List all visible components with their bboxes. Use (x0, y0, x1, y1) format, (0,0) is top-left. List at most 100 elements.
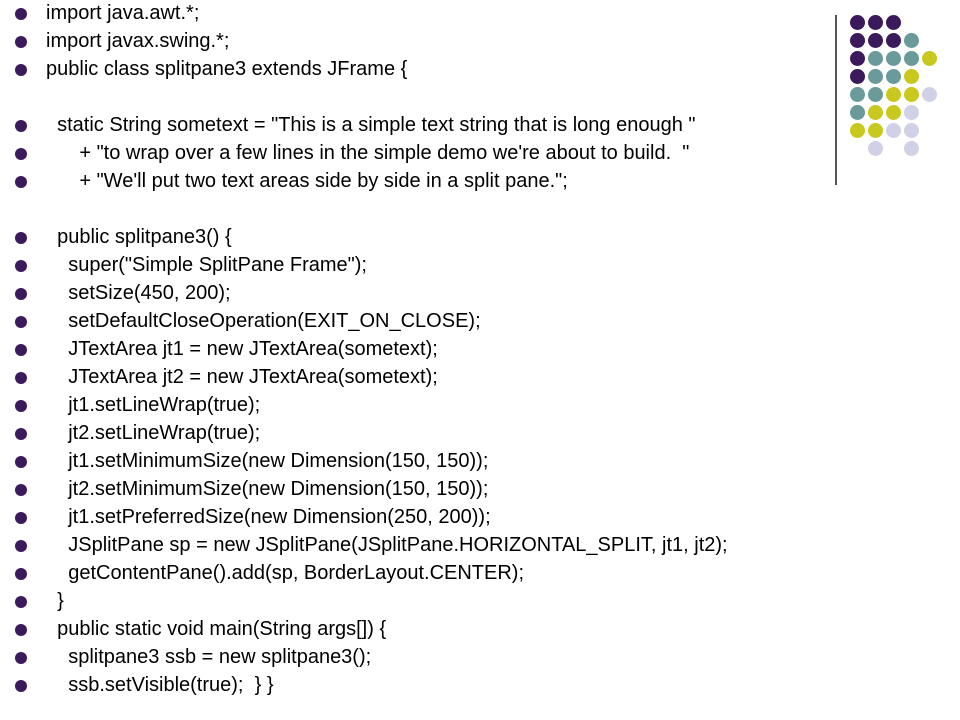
bullet-icon (15, 232, 27, 244)
decorative-dot (868, 51, 883, 66)
code-line: } (0, 588, 900, 615)
decorative-dot (850, 105, 865, 120)
decorative-dot (904, 141, 919, 156)
code-text: jt1.setMinimumSize(new Dimension(150, 15… (46, 450, 489, 472)
code-text: ssb.setVisible(true); } } (46, 674, 274, 696)
code-line: ssb.setVisible(true); } } (0, 672, 900, 699)
decorative-dot (850, 33, 865, 48)
code-text: public class splitpane3 extends JFrame { (46, 58, 408, 80)
decorative-dot (904, 69, 919, 84)
code-text: super("Simple SplitPane Frame"); (46, 254, 367, 276)
code-text: getContentPane().add(sp, BorderLayout.CE… (46, 562, 525, 584)
bullet-icon (15, 176, 27, 188)
bullet-icon (15, 344, 27, 356)
bullet-icon (15, 568, 27, 580)
dot-grid-decoration (830, 10, 960, 185)
decorative-dot (868, 105, 883, 120)
code-line: JTextArea jt2 = new JTextArea(sometext); (0, 364, 900, 391)
bullet-icon (15, 288, 27, 300)
decorative-dot (904, 87, 919, 102)
code-line: + "to wrap over a few lines in the simpl… (0, 140, 900, 167)
code-text: setDefaultCloseOperation(EXIT_ON_CLOSE); (46, 310, 481, 332)
decorative-dot (868, 123, 883, 138)
code-line: public splitpane3() { (0, 224, 900, 251)
bullet-icon (15, 372, 27, 384)
code-text: splitpane3 ssb = new splitpane3(); (46, 646, 372, 668)
code-line: setSize(450, 200); (0, 280, 900, 307)
code-line: jt2.setMinimumSize(new Dimension(150, 15… (0, 476, 900, 503)
code-text: jt1.setLineWrap(true); (46, 394, 261, 416)
code-text: jt1.setPreferredSize(new Dimension(250, … (46, 506, 491, 528)
decorative-dot (850, 51, 865, 66)
bullet-icon (15, 680, 27, 692)
code-text: JTextArea jt1 = new JTextArea(sometext); (46, 338, 438, 360)
decorative-dot (904, 123, 919, 138)
decorative-dot (886, 123, 901, 138)
code-line: super("Simple SplitPane Frame"); (0, 252, 900, 279)
decorative-dot (886, 51, 901, 66)
bullet-icon (15, 64, 27, 76)
code-text: public static void main(String args[]) { (46, 618, 387, 640)
decorative-dot (904, 33, 919, 48)
code-line: jt1.setPreferredSize(new Dimension(250, … (0, 504, 900, 531)
code-text: + "to wrap over a few lines in the simpl… (46, 142, 690, 164)
decorative-dot (850, 69, 865, 84)
code-line: JTextArea jt1 = new JTextArea(sometext); (0, 336, 900, 363)
code-text: JSplitPane sp = new JSplitPane(JSplitPan… (46, 534, 728, 556)
bullet-icon (15, 148, 27, 160)
code-line: jt2.setLineWrap(true); (0, 420, 900, 447)
decorative-dot (922, 87, 937, 102)
decorative-dot (886, 33, 901, 48)
bullet-icon (15, 36, 27, 48)
decorative-dot (886, 105, 901, 120)
decorative-dot (868, 69, 883, 84)
code-line: public class splitpane3 extends JFrame { (0, 56, 900, 83)
code-text: public splitpane3() { (46, 226, 232, 248)
bullet-icon (15, 624, 27, 636)
bullet-icon (15, 512, 27, 524)
code-text: JTextArea jt2 = new JTextArea(sometext); (46, 366, 438, 388)
bullet-icon (15, 316, 27, 328)
bullet-icon (15, 540, 27, 552)
decorative-dot (886, 69, 901, 84)
code-text: import javax.swing.*; (46, 30, 230, 52)
code-text: jt2.setLineWrap(true); (46, 422, 261, 444)
decorative-dot (850, 15, 865, 30)
decorative-dot (850, 123, 865, 138)
bullet-icon (15, 484, 27, 496)
bullet-icon (15, 428, 27, 440)
code-text: setSize(450, 200); (46, 282, 231, 304)
bullet-icon (15, 8, 27, 20)
decorative-dot (868, 15, 883, 30)
decorative-dot (904, 105, 919, 120)
code-line: JSplitPane sp = new JSplitPane(JSplitPan… (0, 532, 900, 559)
code-line: jt1.setLineWrap(true); (0, 392, 900, 419)
code-line: jt1.setMinimumSize(new Dimension(150, 15… (0, 448, 900, 475)
bullet-icon (15, 120, 27, 132)
vertical-divider (835, 15, 837, 185)
bullet-icon (15, 596, 27, 608)
code-line: setDefaultCloseOperation(EXIT_ON_CLOSE); (0, 308, 900, 335)
decorative-dot (868, 33, 883, 48)
code-line: static String sometext = "This is a simp… (0, 112, 900, 139)
code-text: static String sometext = "This is a simp… (46, 114, 696, 136)
decorative-dot (922, 51, 937, 66)
decorative-dot (904, 51, 919, 66)
code-line: splitpane3 ssb = new splitpane3(); (0, 644, 900, 671)
bullet-icon (15, 652, 27, 664)
code-text: import java.awt.*; (46, 2, 200, 24)
decorative-dot (850, 87, 865, 102)
code-line: import java.awt.*; (0, 0, 900, 27)
code-line: getContentPane().add(sp, BorderLayout.CE… (0, 560, 900, 587)
bullet-icon (15, 260, 27, 272)
bullet-icon (15, 400, 27, 412)
code-text: jt2.setMinimumSize(new Dimension(150, 15… (46, 478, 489, 500)
code-line: import javax.swing.*; (0, 28, 900, 55)
code-line: + "We'll put two text areas side by side… (0, 168, 900, 195)
decorative-dot (886, 15, 901, 30)
code-text: + "We'll put two text areas side by side… (46, 170, 568, 192)
decorative-dot (868, 87, 883, 102)
code-line: public static void main(String args[]) { (0, 616, 900, 643)
decorative-dot (886, 87, 901, 102)
